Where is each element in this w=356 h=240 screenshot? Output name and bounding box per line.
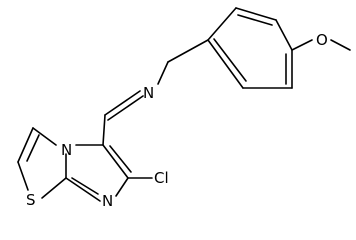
bond-imine-double-b [107, 95, 144, 121]
benzyl-imine-linker [102, 39, 209, 146]
bond-n7-c7a [65, 177, 101, 202]
bond-c5-c6-inner [109, 145, 132, 173]
imine-nitrogen-label: N [143, 84, 154, 102]
bond-s1-c7a [41, 177, 67, 199]
bond-methyl-oxygen [330, 39, 351, 51]
methoxy-oxygen-label: O [316, 31, 328, 49]
bond-n7-c7a-inner [71, 177, 99, 195]
chlorine-label: Cl [154, 169, 169, 187]
bond-n4-c3 [32, 127, 57, 146]
bond-c6-n7 [115, 177, 129, 197]
bond-ch2-imine-n [157, 61, 169, 85]
thiazole-ring [17, 127, 67, 199]
bond-oxygen-aryl [291, 39, 313, 51]
bond-benzene-6 [275, 19, 293, 51]
bond-benzene-3-inner [213, 38, 247, 82]
bond-c2-s1 [17, 161, 29, 191]
bond-imine-double-a [104, 90, 141, 116]
bond-imine-carbon-ring [102, 114, 106, 146]
bond-aryl-ch2 [167, 39, 209, 63]
benzene-ring [207, 7, 293, 89]
bond-c5-c6 [102, 144, 129, 179]
bond-c3-c2 [17, 127, 34, 163]
sulfur-label: S [26, 191, 36, 209]
chemical-structure-diagram: O N N N S Cl [17, 7, 351, 210]
ring-nitrogen-label: N [102, 192, 113, 210]
bond-benzene-4 [207, 7, 237, 41]
methoxy-group [291, 39, 351, 51]
bridgehead-nitrogen-label: N [61, 141, 72, 159]
bond-c3-c2-inner [26, 134, 40, 162]
molecule-canvas: O N N N S Cl [17, 7, 351, 210]
bond-benzene-5 [235, 7, 277, 21]
bond-benzene-5-inner [237, 14, 273, 26]
imidazole-ring [65, 144, 132, 202]
bond-benzene-3 [207, 39, 244, 89]
